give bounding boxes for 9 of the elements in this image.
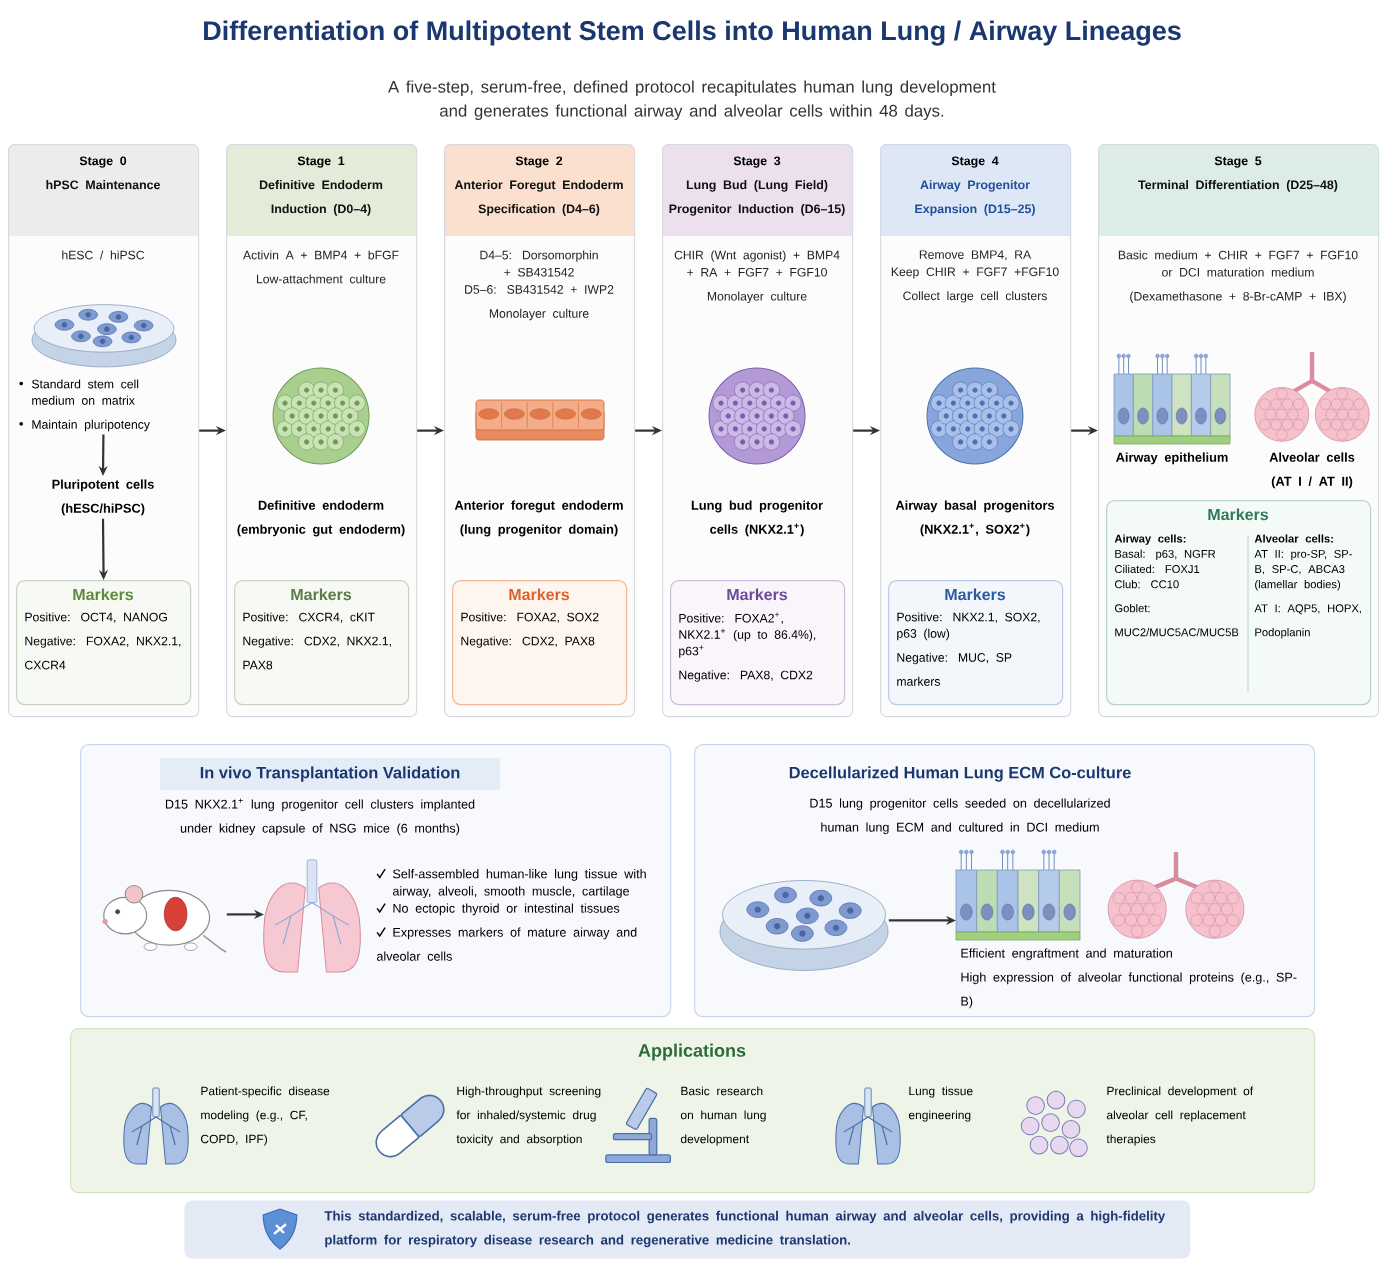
cell-culture-drawing	[955, 849, 1245, 941]
culture-dish-drawing	[719, 880, 889, 971]
panel-heading: In vivo Transplantation Validation	[160, 758, 500, 790]
title: Differentiation of Multipotent Stem Cells into Human Lung / Airway Lineages	[204, 20, 1181, 46]
mouse-drawing	[102, 884, 227, 953]
lungs-drawing	[263, 859, 361, 973]
panel-heading: Decellularized Human Lung ECM Co-culture	[789, 766, 1131, 782]
subtitle: A five-step, serum-free, defined protocol recapitulates human lung development and generates functional airway and alveolar cells within 48 days.	[388, 80, 996, 121]
panel-heading: Applications	[638, 1043, 746, 1061]
